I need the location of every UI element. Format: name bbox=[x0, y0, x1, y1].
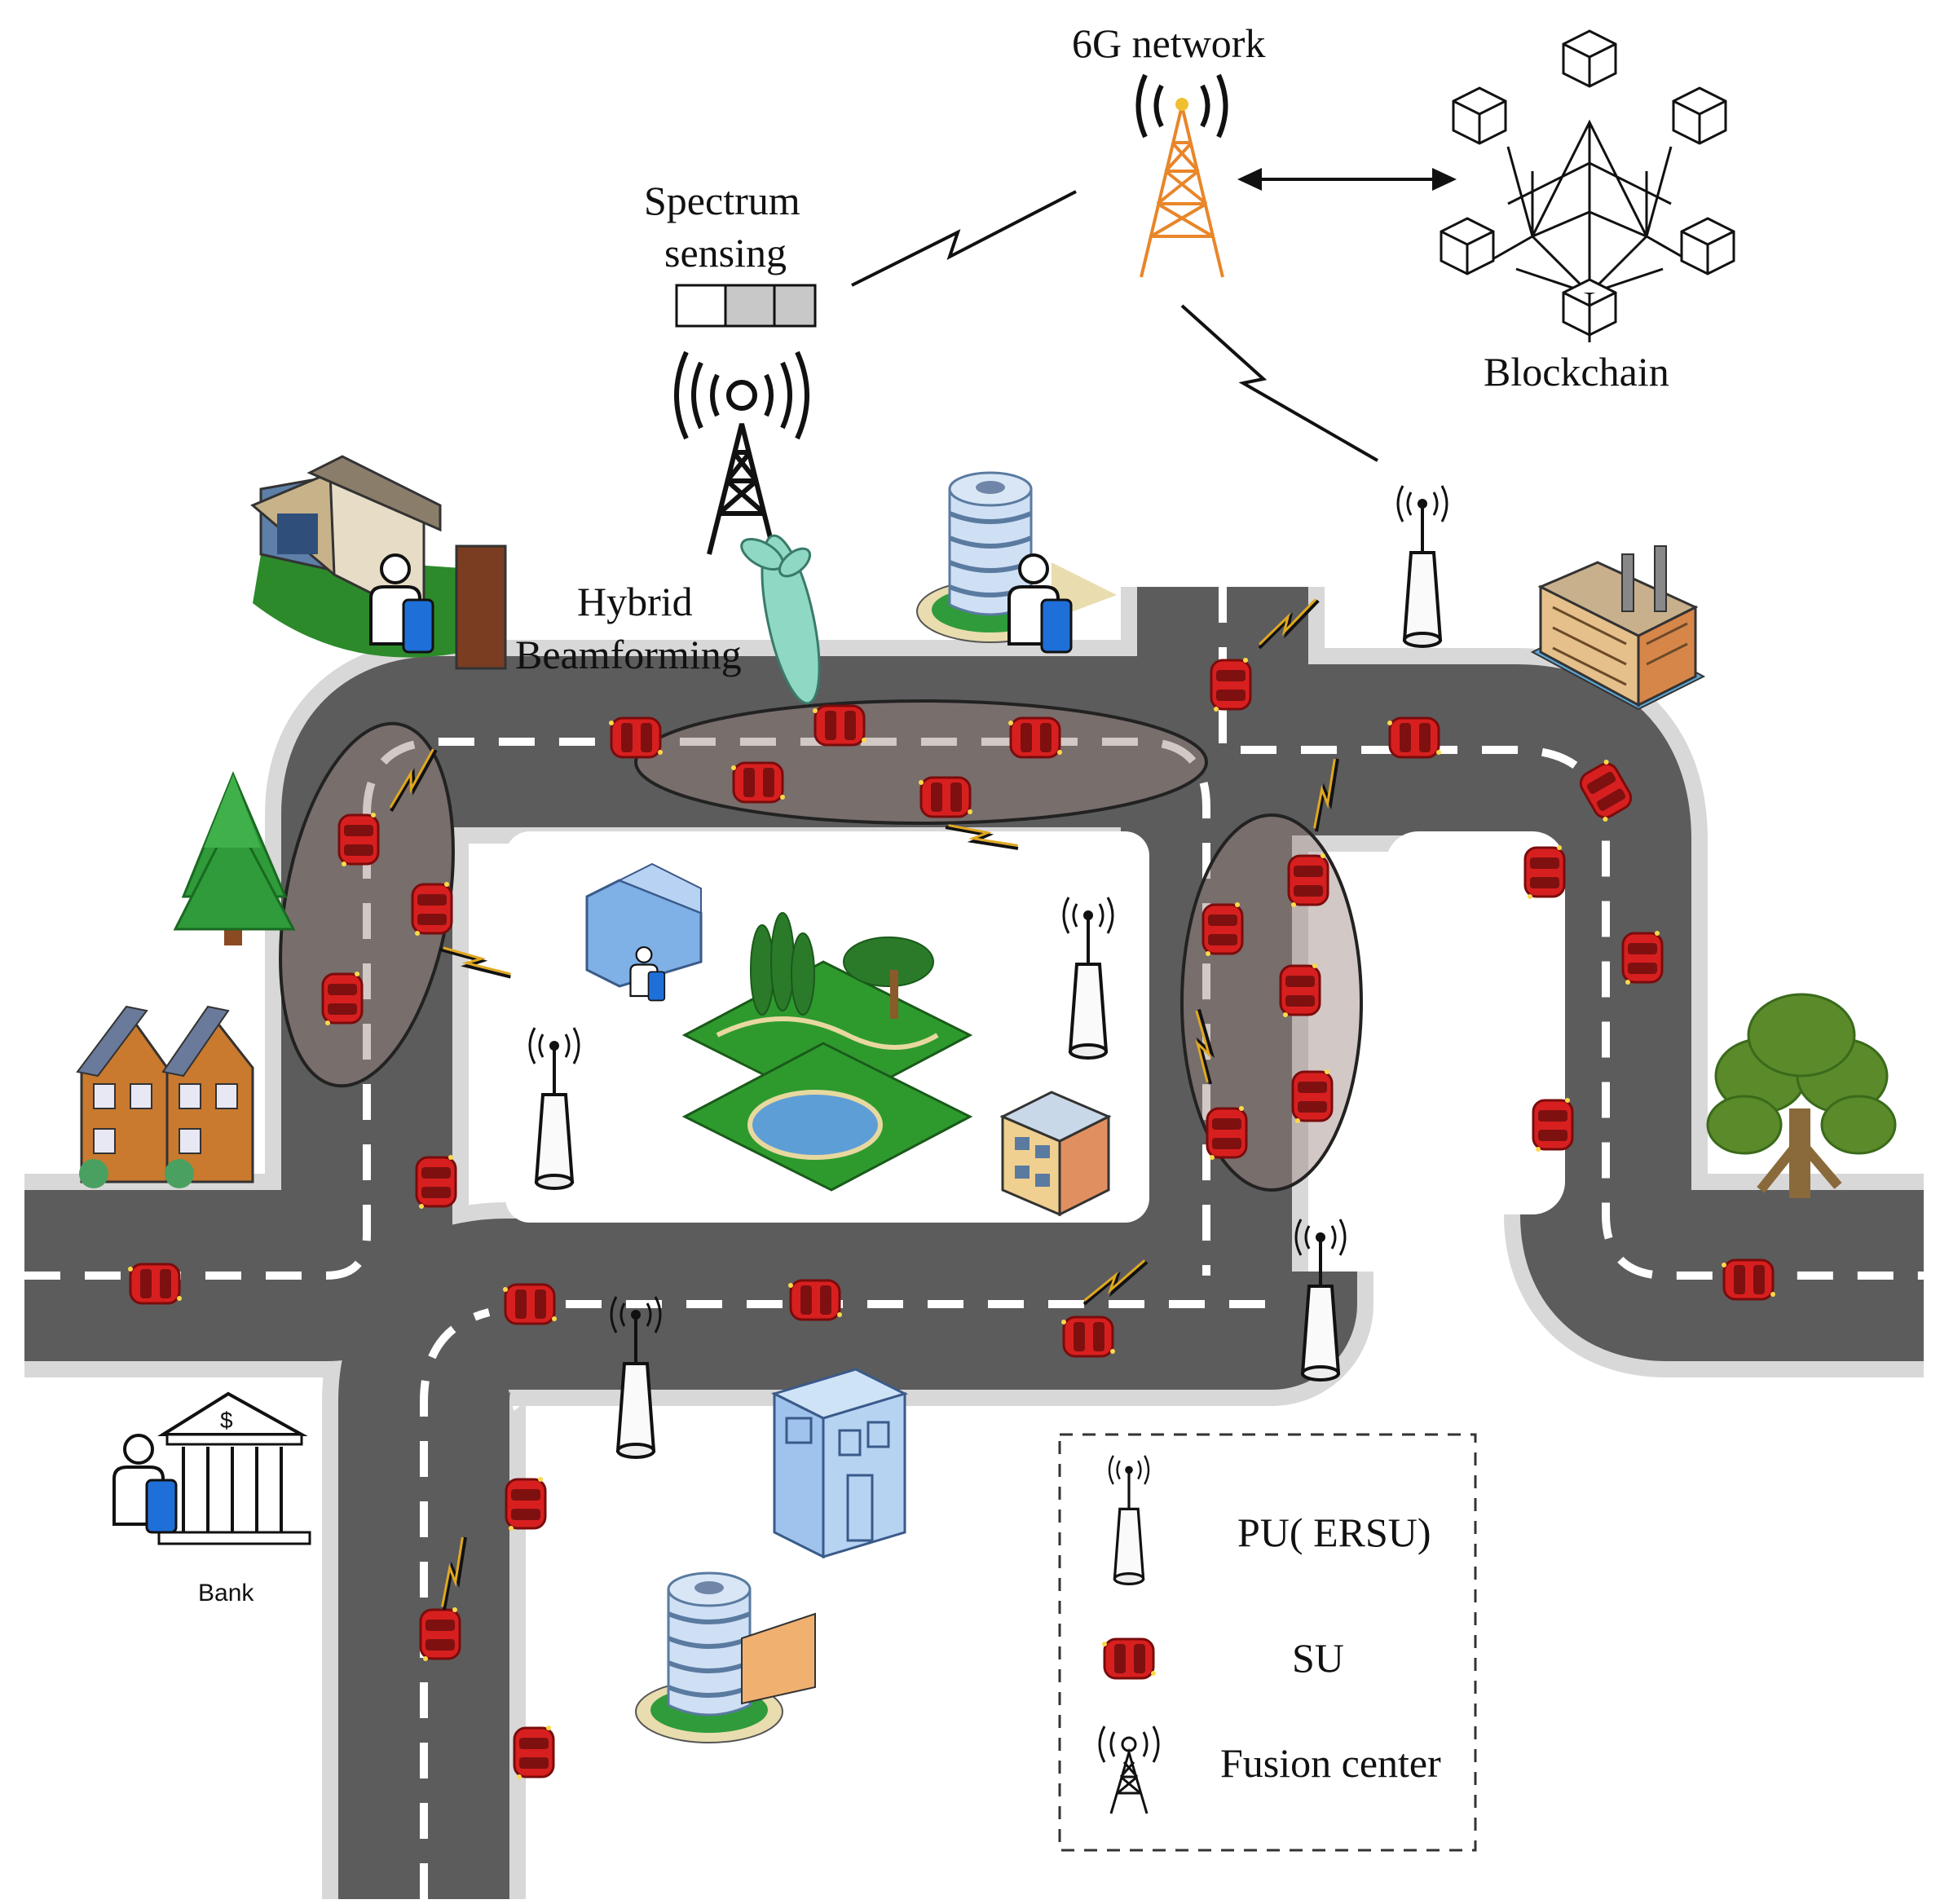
svg-text:$: $ bbox=[220, 1408, 233, 1433]
spectrum-sensing-bar bbox=[675, 284, 817, 328]
blockchain-icon bbox=[1440, 29, 1735, 342]
car-25 bbox=[1206, 1104, 1248, 1161]
car-24 bbox=[1291, 1068, 1334, 1125]
spectrum-sensing-label-line1: Spectrum bbox=[644, 178, 800, 223]
legend-item-su-label: SU bbox=[1292, 1635, 1344, 1681]
car-28 bbox=[513, 1724, 555, 1781]
car-21 bbox=[1201, 901, 1244, 958]
fusion-center-tower bbox=[674, 350, 821, 705]
legend-box bbox=[1058, 1433, 1477, 1852]
atm-building bbox=[770, 1368, 909, 1559]
blockchain-label: Blockchain bbox=[1484, 349, 1669, 394]
beam-lobe bbox=[740, 534, 821, 705]
car-11 bbox=[501, 1283, 558, 1325]
blockchain-link-arrow bbox=[1237, 168, 1457, 191]
factory-building bbox=[1530, 545, 1706, 711]
car-18 bbox=[1621, 929, 1664, 986]
car-22 bbox=[1287, 852, 1329, 909]
office-building-bottom bbox=[636, 1573, 816, 1743]
car-3 bbox=[1007, 716, 1064, 759]
car-23 bbox=[1279, 962, 1321, 1019]
legend-tower-icon bbox=[1098, 1726, 1160, 1814]
rsu-top-right bbox=[1396, 484, 1448, 648]
car-9 bbox=[415, 1153, 457, 1210]
bank-icon: $ bbox=[112, 1391, 311, 1545]
car-27 bbox=[419, 1606, 461, 1663]
legend-item-fusion-center-label: Fusion center bbox=[1220, 1740, 1441, 1786]
car-10 bbox=[126, 1263, 183, 1305]
bank-label: Bank bbox=[198, 1580, 254, 1606]
house-with-user bbox=[250, 455, 507, 670]
car-7 bbox=[411, 880, 453, 937]
park bbox=[681, 912, 973, 1192]
6g-network-label: 6G network bbox=[1072, 20, 1266, 66]
car-26 bbox=[505, 1475, 547, 1532]
office-building-top bbox=[917, 473, 1117, 654]
car-20 bbox=[1720, 1258, 1777, 1301]
car-14 bbox=[1210, 656, 1252, 713]
car-6 bbox=[337, 811, 380, 868]
hybrid-beamforming-label-line1: Hybrid bbox=[577, 579, 693, 624]
car-1 bbox=[607, 716, 664, 759]
car-12 bbox=[787, 1279, 844, 1321]
car-2 bbox=[811, 704, 868, 747]
car-8 bbox=[321, 970, 364, 1027]
wireless-links bbox=[376, 190, 1378, 1611]
car-13 bbox=[1060, 1316, 1117, 1358]
legend-item-pu-label: PU( ERSU) bbox=[1237, 1510, 1431, 1555]
pine-tree bbox=[173, 771, 296, 945]
car-4 bbox=[730, 761, 787, 804]
row-houses bbox=[76, 1005, 254, 1188]
small-office-with-user bbox=[585, 862, 703, 1002]
car-15 bbox=[1386, 716, 1443, 759]
apartment-building bbox=[999, 1091, 1112, 1217]
hybrid-beamforming-label-line2: Beamforming bbox=[515, 632, 742, 677]
deciduous-tree bbox=[1706, 993, 1897, 1198]
6g-tower-icon bbox=[1135, 73, 1228, 278]
car-5 bbox=[917, 776, 974, 818]
legend-car-icon bbox=[1100, 1637, 1157, 1680]
spectrum-sensing-label-line2: sensing bbox=[664, 230, 787, 275]
car-17 bbox=[1523, 844, 1566, 901]
tower-icon bbox=[674, 350, 809, 555]
car-19 bbox=[1532, 1096, 1574, 1153]
